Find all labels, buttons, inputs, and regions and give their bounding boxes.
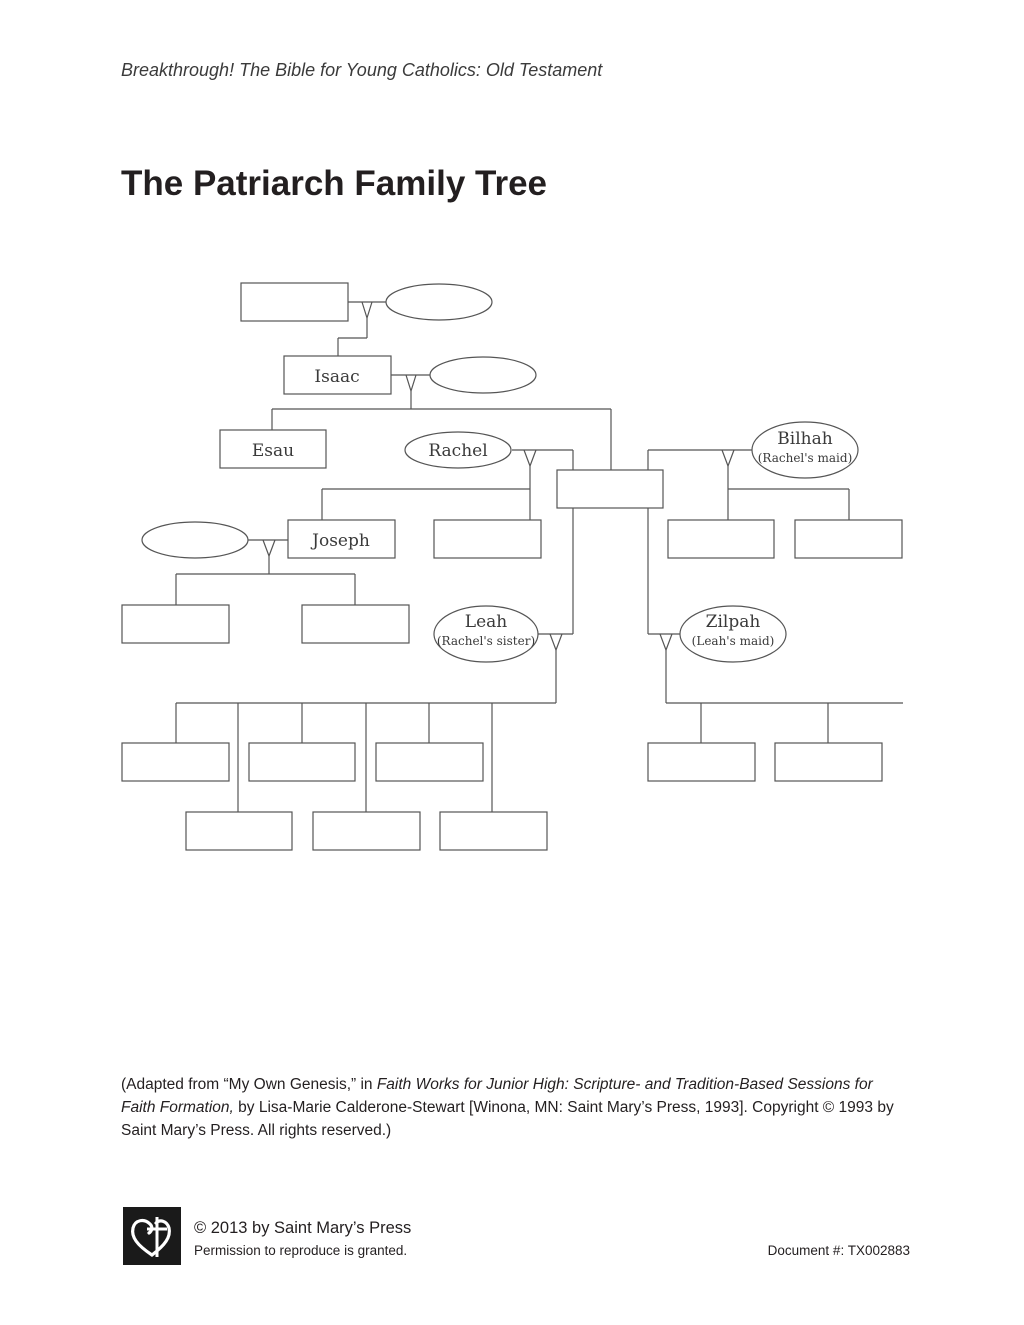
source-citation: (Adapted from “My Own Genesis,” in Faith…	[121, 1073, 911, 1142]
joseph-box	[287, 519, 396, 559]
zilpah-oval	[679, 605, 787, 663]
zilpah-note: (Leah's maid)	[692, 634, 775, 648]
heart-cross-logo-icon	[123, 1207, 181, 1265]
leah-label: Leah	[465, 612, 507, 632]
tree-connectors	[175, 301, 903, 812]
gad-blank-box[interactable]	[647, 742, 756, 782]
rachel-oval	[404, 431, 512, 469]
series-header: Breakthrough! The Bible for Young Cathol…	[121, 60, 603, 80]
copyright-text: © 2013 by Saint Mary’s Press	[194, 1219, 412, 1237]
abraham-blank-box[interactable]	[240, 282, 349, 322]
asher-blank-box[interactable]	[774, 742, 883, 782]
bilhah-label: Bilhah	[777, 429, 832, 449]
jacob-blank-box[interactable]	[556, 469, 664, 509]
isaac-label: Isaac	[314, 367, 359, 387]
benjamin-blank-box[interactable]	[433, 519, 542, 559]
citation-book-title: Faith Works for Junior High: Scripture- …	[121, 1076, 873, 1116]
bilhah-note: (Rachel's maid)	[758, 451, 853, 465]
esau-label: Esau	[252, 441, 294, 461]
bilhah-oval	[751, 421, 859, 479]
rachel-label: Rachel	[428, 441, 487, 461]
leah-child-blank-box-2[interactable]	[248, 742, 356, 782]
dan-blank-box[interactable]	[667, 519, 775, 559]
manasseh-blank-box[interactable]	[121, 604, 230, 644]
page-title: The Patriarch Family Tree	[121, 164, 548, 203]
esau-box	[219, 429, 327, 469]
permission-text: Permission to reproduce is granted.	[194, 1243, 408, 1258]
zilpah-label: Zilpah	[706, 612, 761, 632]
leah-child-blank-box-1[interactable]	[121, 742, 230, 782]
isaac-box	[283, 355, 392, 395]
leah-note: (Rachel's sister)	[437, 634, 535, 648]
naphtali-blank-box[interactable]	[794, 519, 903, 559]
leah-child-blank-box-4[interactable]	[185, 811, 293, 851]
ephraim-blank-box[interactable]	[301, 604, 410, 644]
citation-part2: by Lisa-Marie Calderone-Stewart [Winona,…	[121, 1099, 894, 1139]
citation-part1: (Adapted from “My Own Genesis,” in	[121, 1076, 377, 1093]
document-number: Document #: TX002883	[767, 1243, 910, 1258]
sarah-blank-oval[interactable]	[385, 283, 493, 321]
leah-child-blank-box-6[interactable]	[439, 811, 548, 851]
asenath-blank-oval[interactable]	[141, 521, 249, 559]
rebekah-blank-oval[interactable]	[429, 356, 537, 394]
leah-oval	[433, 605, 539, 663]
leah-child-blank-box-5[interactable]	[312, 811, 421, 851]
joseph-label: Joseph	[310, 531, 370, 551]
leah-child-blank-box-3[interactable]	[375, 742, 484, 782]
